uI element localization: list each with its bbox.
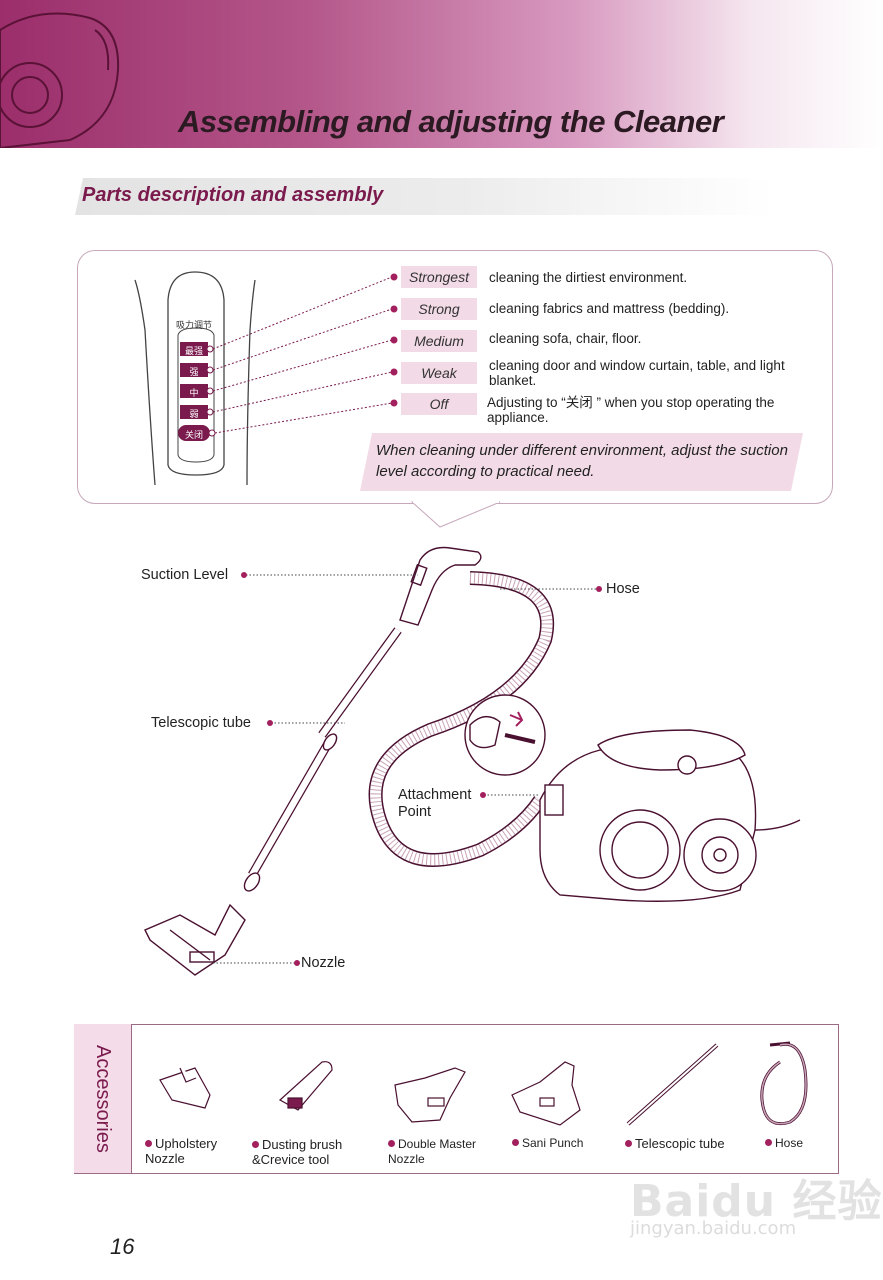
- note-text: When cleaning under different environmen…: [376, 442, 788, 480]
- handle-button-strongest: 最强: [184, 346, 203, 356]
- accessories-sidebar: [74, 1024, 132, 1173]
- level-label-weak: Weak: [401, 362, 477, 384]
- accessory-dusting-brush: Dusting brush &Crevice tool: [252, 1137, 343, 1167]
- accessory-upholstery-nozzle: Upholstery Nozzle: [145, 1136, 218, 1166]
- bullet-dot: [252, 1141, 259, 1148]
- callout-telescopic-tube: Telescopic tube: [151, 715, 251, 731]
- vacuum-header-illustration: [0, 12, 120, 148]
- callout-attachment-point: Attachment Point: [398, 787, 472, 820]
- accessory-sani-punch: Sani Punch: [512, 1136, 612, 1151]
- watermark-brand: Baidu 经验: [630, 1176, 883, 1227]
- section-bar: [75, 178, 775, 215]
- bullet-dot: [145, 1140, 152, 1147]
- level-desc-weak: cleaning door and window curtain, table,…: [489, 358, 785, 388]
- handle-button-weak: 弱: [189, 409, 199, 419]
- bullet-dot: [512, 1139, 519, 1146]
- callout-suction-level: Suction Level: [141, 567, 229, 583]
- section-title: Parts description and assembly: [82, 184, 384, 206]
- callout-hose: Hose: [606, 581, 640, 597]
- page-title: Assembling and adjusting the Cleaner: [178, 104, 724, 139]
- note-box: [360, 433, 803, 491]
- level-label-strong: Strong: [401, 298, 477, 320]
- watermark-url: jingyan.baidu.com: [630, 1218, 797, 1239]
- level-desc-medium: cleaning sofa, chair, floor.: [489, 331, 642, 346]
- handle-button-strong: 强: [189, 367, 199, 377]
- level-desc-off: Adjusting to “关闭 ” when you stop operati…: [487, 395, 775, 425]
- accessory-hose: Hose: [765, 1136, 825, 1151]
- callout-nozzle: Nozzle: [301, 955, 346, 971]
- accessory-double-master-nozzle: Double Master Nozzle: [388, 1137, 477, 1166]
- accessory-telescopic-tube: Telescopic tube: [625, 1136, 745, 1151]
- level-label-medium: Medium: [401, 330, 477, 352]
- bullet-dot: [625, 1140, 632, 1147]
- level-desc-strongest: cleaning the dirtiest environment.: [489, 270, 688, 285]
- bullet-dot: [765, 1139, 772, 1146]
- accessories-heading: Accessories: [92, 1045, 114, 1153]
- level-label-off: Off: [401, 393, 477, 415]
- level-desc-strong: cleaning fabrics and mattress (bedding).: [489, 301, 730, 316]
- level-label-strongest: Strongest: [401, 266, 477, 288]
- header-banner: [0, 0, 883, 148]
- handle-heading: 吸力调节: [176, 320, 213, 330]
- handle-button-off: 关闭: [184, 430, 203, 440]
- bullet-dot: [388, 1140, 395, 1147]
- page-number: 16: [110, 1234, 135, 1259]
- handle-button-medium: 中: [189, 388, 199, 398]
